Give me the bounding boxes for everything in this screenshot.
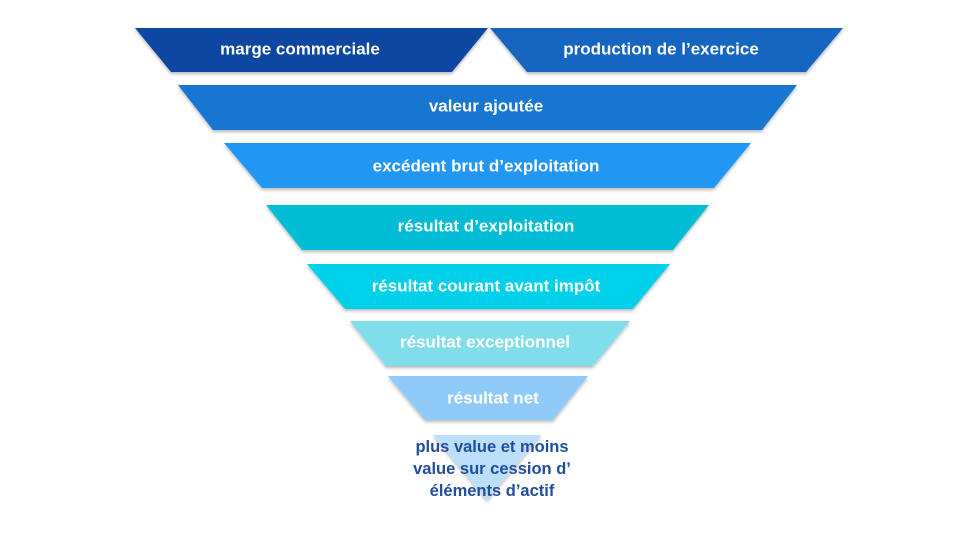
layer-shape	[135, 28, 488, 72]
funnel-layer-resultat-exceptionnel: résultat exceptionnel	[350, 321, 630, 366]
plus-value-line: value sur cession d’	[413, 460, 571, 478]
layer-label: valeur ajoutée	[429, 97, 543, 116]
layer-label: résultat net	[447, 389, 539, 408]
funnel-layer-excedent-brut: excédent brut d’exploitation	[224, 143, 751, 188]
funnel-layer-resultat-courant: résultat courant avant impôt	[307, 264, 670, 309]
layer-shape	[350, 321, 630, 366]
layer-shape	[266, 205, 709, 250]
layer-shape	[388, 376, 588, 420]
funnel-layer-production-exercice: production de l’exercice	[490, 28, 843, 72]
layer-shape	[224, 143, 751, 188]
layer-shape	[490, 28, 843, 72]
layer-label: résultat courant avant impôt	[372, 277, 601, 296]
layer-label: production de l’exercice	[563, 40, 759, 59]
layer-label: résultat d’exploitation	[398, 217, 575, 236]
layer-label: résultat exceptionnel	[400, 333, 570, 352]
funnel-layer-valeur-ajoutee: valeur ajoutée	[178, 85, 797, 130]
plus-value-line: plus value et moins	[415, 438, 569, 456]
layer-label: marge commerciale	[220, 40, 380, 59]
tip-triangle	[433, 435, 541, 500]
funnel-tip	[433, 435, 541, 500]
layer-shape	[307, 264, 670, 309]
layer-shape	[178, 85, 797, 130]
funnel-layer-resultat-net: résultat net	[388, 376, 588, 420]
layer-label: excédent brut d’exploitation	[373, 157, 600, 176]
plus-value-label: plus value et moins value sur cession d’…	[380, 436, 604, 502]
funnel-layer-marge-commerciale: marge commerciale	[135, 28, 488, 72]
funnel-layer-resultat-exploitation: résultat d’exploitation	[266, 205, 709, 250]
plus-value-line: éléments d’actif	[429, 482, 555, 500]
